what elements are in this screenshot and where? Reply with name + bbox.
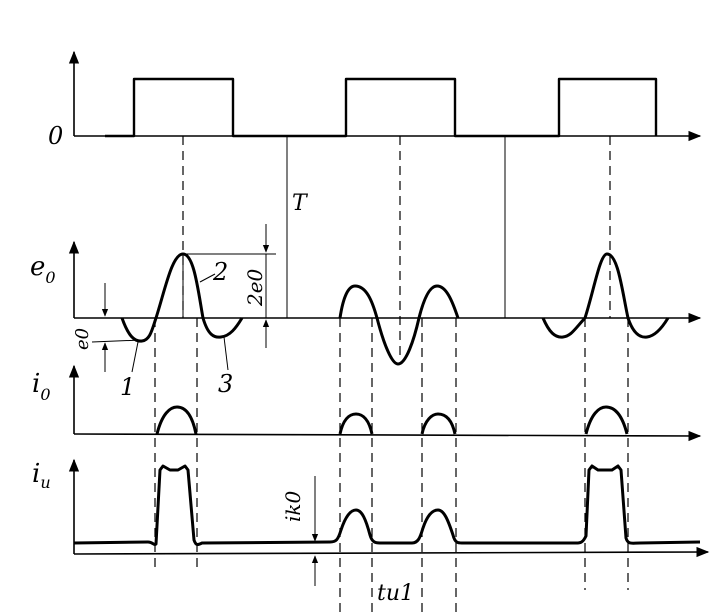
e0-label: e0 [30, 252, 56, 287]
two-e0-label: 2e0 [243, 268, 267, 307]
i0-pulse [155, 405, 198, 435]
iu-time-axis [73, 546, 710, 558]
i0-pulse [584, 405, 629, 435]
guide-lines [154, 318, 629, 612]
small-e0-reference [91, 339, 143, 343]
ik0-label: ik0 [281, 490, 305, 522]
i0-pulse [420, 412, 457, 435]
e0-waveform-2 [338, 284, 460, 366]
e0-waveform-3 [541, 252, 670, 339]
zero-label: 0 [48, 122, 63, 150]
curve-1-label: 1 [120, 373, 135, 401]
tu1-label: tu1 [377, 581, 414, 606]
e0-panel: e0 2e0 e0 1 2 3 [30, 224, 702, 401]
i0-pulse [338, 412, 374, 435]
leader-1 [131, 341, 139, 373]
curve-2-label: 2 [212, 258, 228, 286]
small-e0-label: e0 [72, 328, 93, 350]
leader-2 [199, 273, 216, 283]
square-wave-panel: 0 T [48, 50, 702, 360]
i0-time-axis [73, 430, 702, 442]
leader-3 [223, 336, 229, 371]
i0-panel: i0 [32, 364, 702, 442]
curve-3-label: 3 [218, 370, 233, 398]
iu-label: iu [32, 459, 51, 492]
iu-waveform [73, 464, 701, 547]
i0-label: i0 [32, 369, 51, 404]
period-label: T [292, 191, 309, 216]
square-wave [105, 77, 658, 138]
iu-panel: iu ik0 tu1 [32, 458, 710, 606]
